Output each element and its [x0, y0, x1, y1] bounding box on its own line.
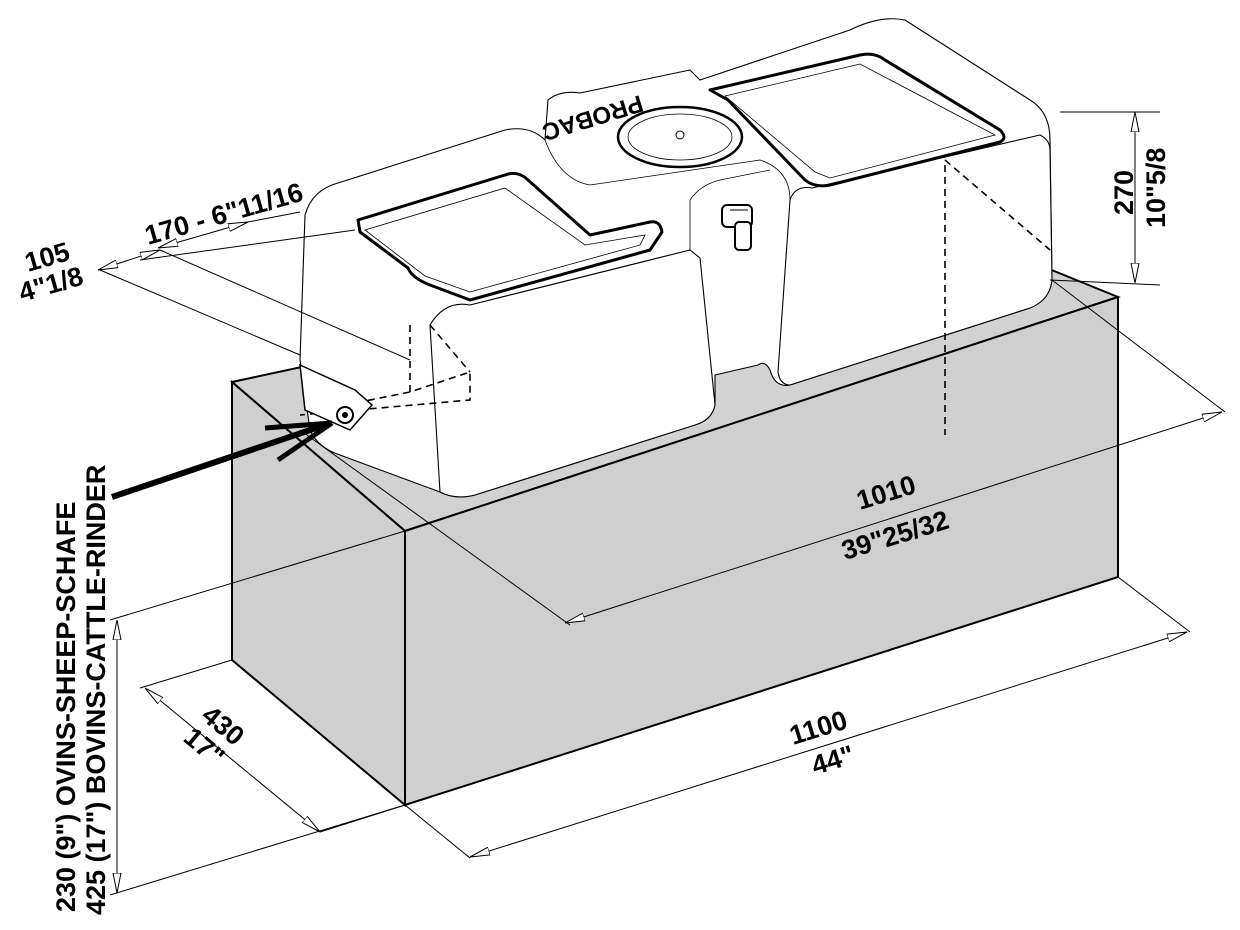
- right-bowl-opening: [708, 52, 1006, 188]
- float-cover-inner: [627, 113, 733, 161]
- centre-divider: [544, 139, 791, 250]
- inlet-valve-icon: [721, 204, 753, 251]
- label-base-height-sheep: 230 (9") OVINS-SHEEP-SCHAFE: [51, 502, 81, 912]
- dim-105: [98, 250, 160, 270]
- label-base-height-cattle: 425 (17") BOVINS-CATTLE-RINDER: [81, 465, 111, 915]
- label-1100-in: 44": [808, 740, 858, 781]
- right-bowl-inner: [724, 63, 997, 179]
- dim-430: [145, 688, 320, 832]
- dimension-arrows: [98, 112, 1222, 893]
- drain-valve-icon: [299, 363, 374, 431]
- dim-170: [158, 222, 248, 248]
- dim-1010: [565, 412, 1222, 623]
- hidden-edges-left: [299, 324, 471, 416]
- float-cover-hole: [675, 130, 685, 140]
- label-270-mm: 270: [1109, 170, 1139, 215]
- dimension-labels: 105 4"1/8 170 - 6"11/16 270 10"5/8 1010 …: [15, 148, 1171, 915]
- extension-lines: [99, 111, 1226, 896]
- hidden-edge-right: [944, 159, 1051, 435]
- dim-1100: [470, 632, 1187, 857]
- drain-pointer-arrow: [111, 420, 334, 500]
- label-170: 170 - 6"11/16: [141, 177, 306, 251]
- left-bowl-opening: [356, 171, 664, 302]
- label-270-in: 10"5/8: [1141, 148, 1171, 228]
- left-bowl-inner: [364, 187, 646, 293]
